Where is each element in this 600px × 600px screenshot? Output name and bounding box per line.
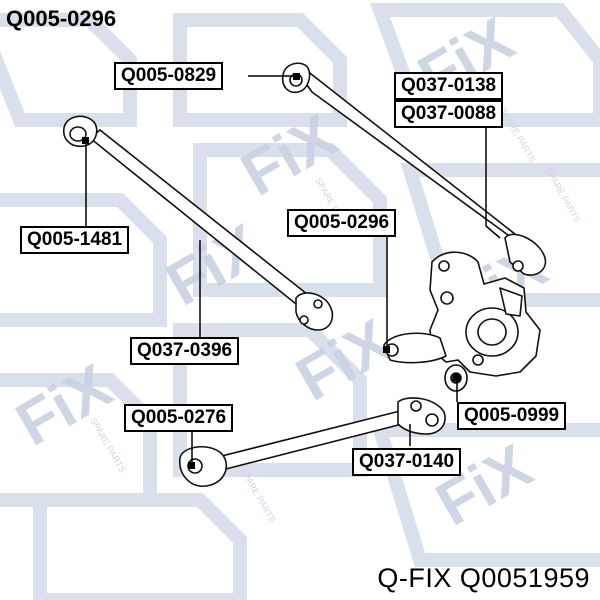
lower-arm	[179, 397, 446, 487]
callout-q005-1481: Q005-1481	[20, 226, 130, 254]
knuckle	[383, 251, 541, 392]
callout-q005-0296: Q005-0296	[287, 209, 397, 237]
upper-rear-arm	[281, 62, 547, 276]
page-title: Q005-0296	[6, 6, 117, 31]
callout-q037-0138: Q037-0138	[394, 72, 504, 100]
leader-lines	[85, 75, 501, 466]
callout-q037-0088: Q037-0088	[394, 100, 504, 128]
callout-q005-0829: Q005-0829	[114, 62, 224, 90]
callout-q037-0140: Q037-0140	[352, 448, 462, 476]
callout-q005-0999: Q005-0999	[457, 402, 567, 430]
callout-q037-0396: Q037-0396	[130, 337, 240, 365]
brand-part-number: Q-FIX Q0051959	[377, 563, 590, 593]
callout-q005-0276: Q005-0276	[124, 404, 234, 432]
leader-dots	[82, 73, 460, 469]
